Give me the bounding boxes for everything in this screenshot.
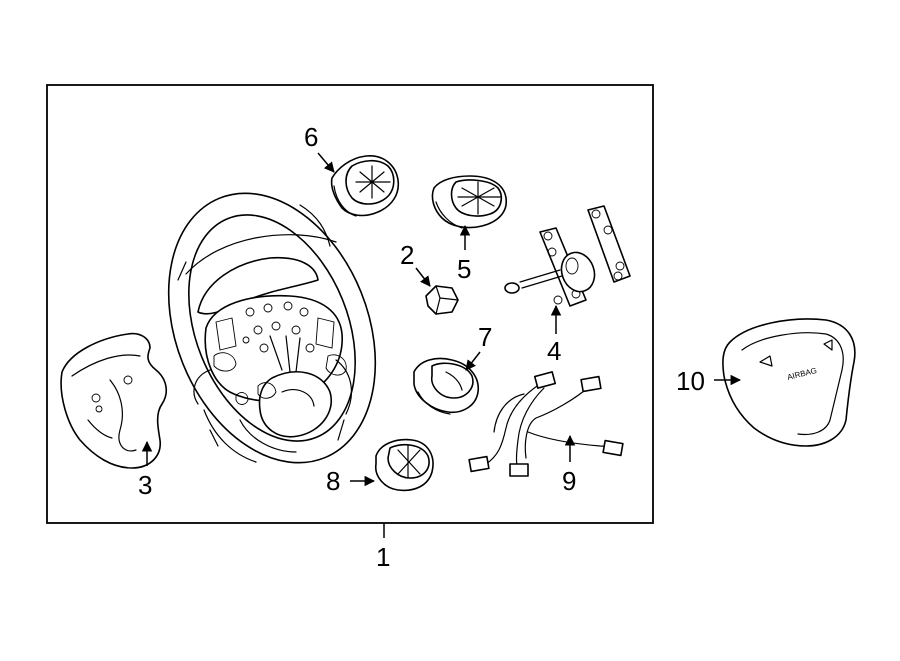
- leader-7: [465, 351, 481, 371]
- leader-6: [317, 152, 335, 173]
- airbag-module: AIRBAG: [722, 318, 856, 447]
- callout-3: 3: [138, 470, 152, 500]
- leader-2: [415, 267, 431, 287]
- cruise-switch: [413, 357, 479, 415]
- steering-wheel-back-cover: [60, 332, 168, 469]
- callout-7: 7: [478, 322, 492, 352]
- callout-4: 4: [547, 336, 561, 366]
- steering-wheel: [167, 192, 377, 464]
- assembly-box: [46, 84, 654, 524]
- callout-1: 1: [376, 542, 390, 572]
- horn-contact-bracket: [504, 205, 631, 307]
- right-control-switch: [431, 175, 507, 229]
- callout-10: 10: [676, 366, 705, 396]
- audio-switch: [374, 438, 434, 492]
- callout-5: 5: [457, 254, 471, 284]
- callout-8: 8: [326, 466, 340, 496]
- callout-2: 2: [400, 240, 414, 270]
- callout-6: 6: [304, 122, 318, 152]
- wiring-harness: [468, 371, 624, 477]
- retaining-nut: [425, 285, 459, 315]
- callout-9: 9: [562, 466, 576, 496]
- left-control-switch: [330, 155, 400, 217]
